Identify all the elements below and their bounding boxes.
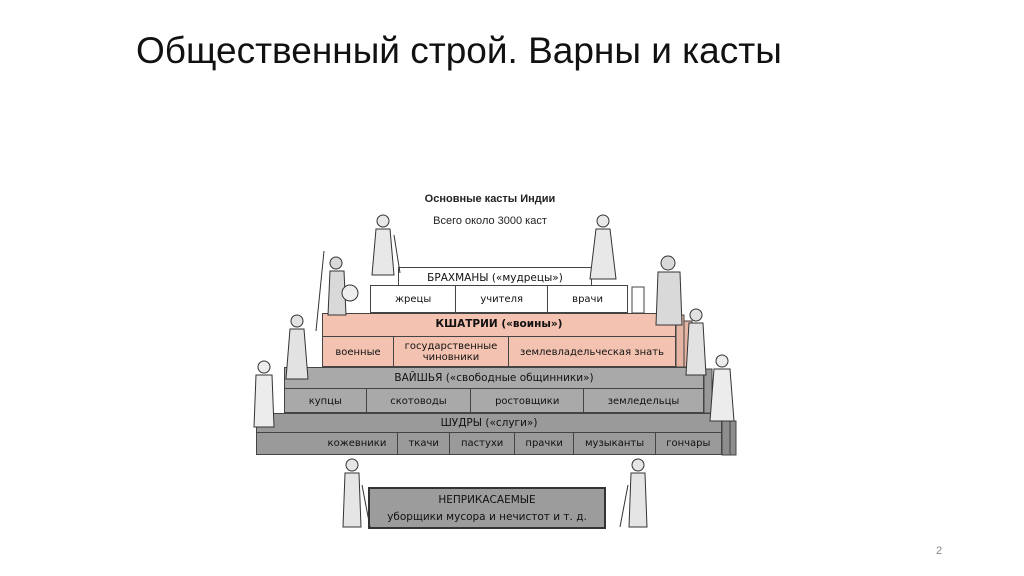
caste-pyramid-diagram: Основные касты Индии Всего около 3000 ка… xyxy=(240,175,780,540)
group-cell: скотоводы xyxy=(367,389,472,413)
slide-title: Общественный строй. Варны и касты xyxy=(136,30,782,71)
tier-untouchables-description: уборщики мусора и нечистот и т. д. xyxy=(387,511,587,523)
group-cell: гончары xyxy=(666,438,711,449)
group-cell: прачки xyxy=(515,433,575,454)
tier-untouchables-label: НЕПРИКАСАЕМЫЕ xyxy=(438,494,536,506)
tier-vaishya: ВАЙШЬЯ («свободные общинники») купцы ско… xyxy=(284,367,704,413)
tier-brahmins-label: БРАХМАНЫ («мудрецы») xyxy=(427,272,563,284)
diagram-subtitle: Всего около 3000 каст xyxy=(433,215,547,227)
page-number: 2 xyxy=(936,545,943,557)
group-cell: государственные чиновники xyxy=(394,337,509,367)
group-cell: пастухи xyxy=(450,433,515,454)
tier-brahmins: жрецы учителя врачи xyxy=(370,285,628,313)
group-cell: врачи xyxy=(572,293,603,305)
diagram-title: Основные касты Индии xyxy=(424,193,556,205)
tier-shudra-label: ШУДРЫ («слуги») xyxy=(440,417,538,429)
tier-kshatriya: КШАТРИИ («воины») военные государственны… xyxy=(322,313,676,367)
group-cell: кожевники xyxy=(317,433,398,454)
group-cell: музыканты xyxy=(574,433,656,454)
group-cell: жрецы xyxy=(371,286,457,312)
group-cell: купцы xyxy=(285,389,367,413)
group-cell: земледельцы xyxy=(607,395,680,407)
tier-vaishya-label: ВАЙШЬЯ («свободные общинники») xyxy=(394,372,594,384)
group-cell: ростовщики xyxy=(471,389,585,413)
group-cell: учителя xyxy=(456,286,549,312)
group-cell: военные xyxy=(323,337,394,367)
tier-shudra: ШУДРЫ («слуги») кожевники ткачи пастухи … xyxy=(256,413,722,455)
tier-untouchables: НЕПРИКАСАЕМЫЕ уборщики мусора и нечистот… xyxy=(368,487,606,529)
group-cell: землевладельческая знать xyxy=(520,346,664,358)
group-cell: ткачи xyxy=(398,433,451,454)
tier-kshatriya-label: КШАТРИИ («воины») xyxy=(435,318,563,330)
